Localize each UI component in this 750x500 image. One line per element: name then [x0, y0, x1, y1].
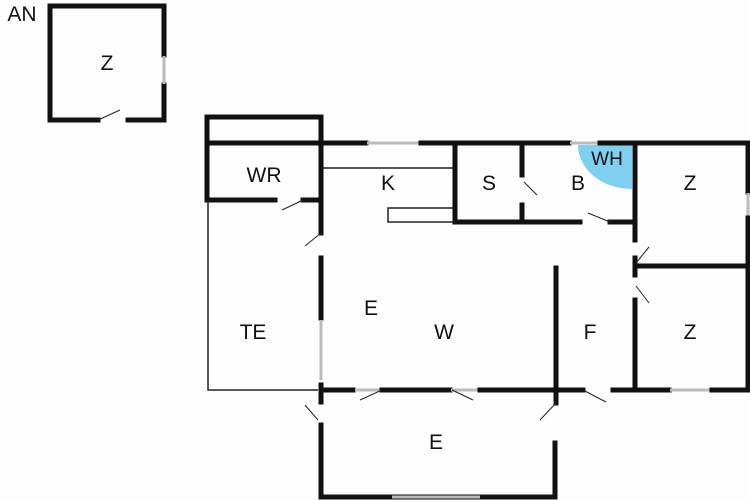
- room-wh: WH: [591, 149, 623, 170]
- room-k: K: [380, 172, 396, 195]
- room-e-main: E: [363, 297, 379, 320]
- wh-area: [578, 145, 632, 189]
- room-w: W: [434, 321, 454, 344]
- annex-label: AN: [7, 3, 37, 26]
- house-walls: [204, 114, 750, 500]
- room-wr: WR: [246, 164, 282, 187]
- room-z-lower: Z: [683, 321, 697, 344]
- room-b: B: [570, 172, 586, 195]
- room-z-upper: Z: [683, 172, 697, 195]
- room-s: S: [481, 172, 497, 195]
- door-swings: [281, 181, 650, 421]
- annex-walls: [47, 3, 167, 123]
- room-annex-z: Z: [100, 52, 114, 75]
- room-f: F: [583, 321, 597, 344]
- room-te: TE: [239, 321, 267, 344]
- room-e-lower: E: [428, 431, 444, 454]
